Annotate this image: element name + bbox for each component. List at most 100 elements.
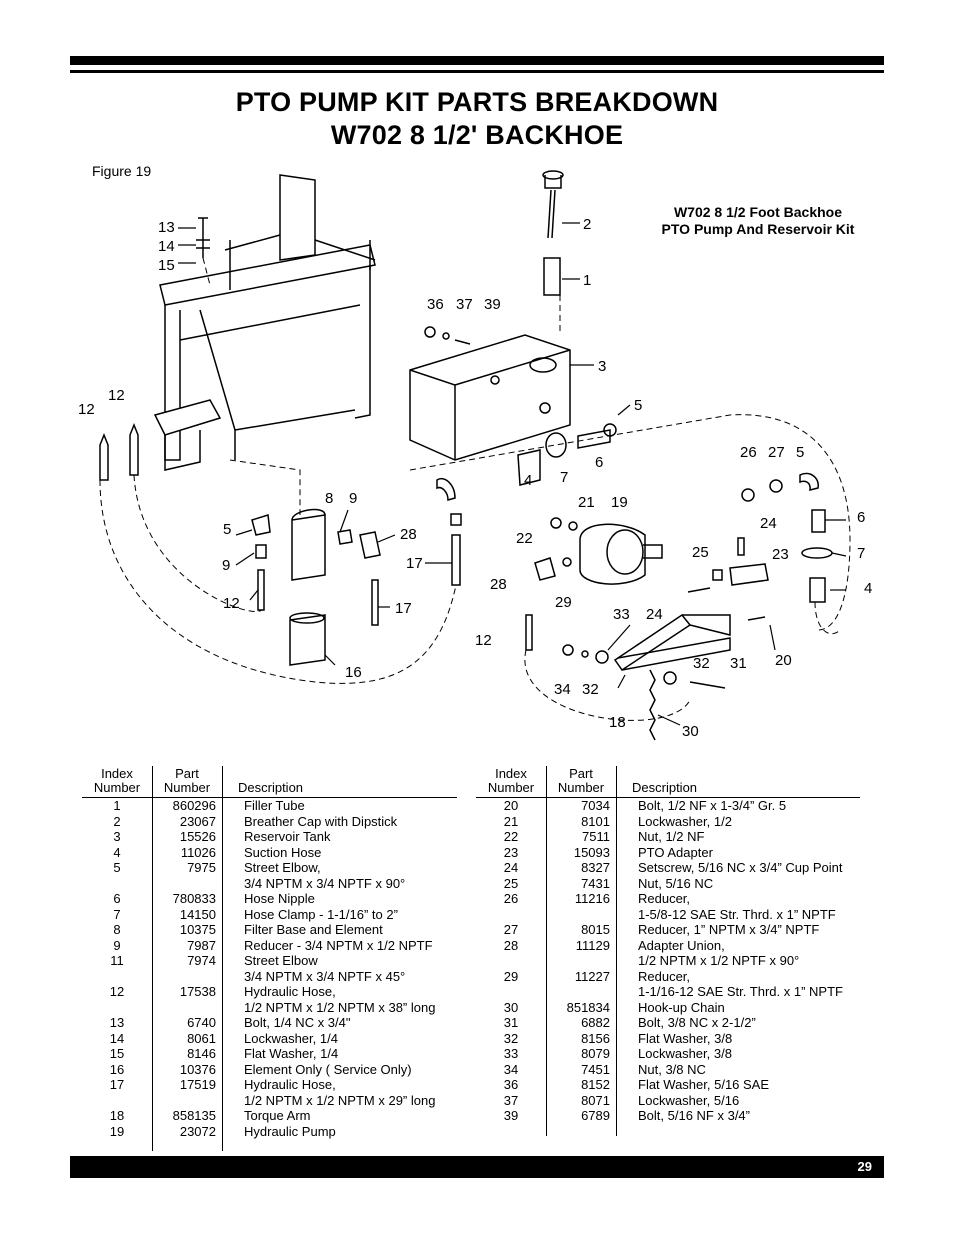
part-number-cell: 8156: [581, 1030, 610, 1046]
description-cell: Breather Cap with Dipstick: [244, 813, 398, 829]
callout-9a: 9: [349, 490, 357, 507]
description-cell: 3/4 NPTM x 3/4 NPTF x 90°: [244, 875, 406, 891]
index-cell: 9: [113, 937, 121, 953]
part-number-cell: 6882: [581, 1015, 610, 1030]
callout-27: 27: [768, 444, 785, 461]
index-cell: [476, 984, 546, 1000]
part-number-cell: 8101: [581, 813, 610, 829]
index-cell: 18: [109, 1108, 125, 1123]
table-row: 32 8156 Flat Washer, 3/8: [476, 1031, 860, 1047]
description-cell: Lockwasher, 5/16: [638, 1092, 740, 1108]
callout-29: 29: [555, 594, 572, 611]
index-cell: 19: [109, 1123, 125, 1139]
index-cell: 22: [503, 829, 519, 844]
callout-18: 18: [609, 714, 626, 731]
part-number-cell: 860296: [172, 798, 216, 813]
index-cell: [476, 907, 546, 923]
description-cell: 3/4 NPTM x 3/4 NPTF x 45°: [244, 968, 406, 984]
part-number-cell: 14150: [179, 906, 216, 922]
description-cell: 1/2 NPTM x 1/2 NPTM x 29” long: [244, 1092, 436, 1108]
callout-15: 15: [158, 257, 175, 274]
callout-5a: 5: [634, 397, 642, 414]
part-number-cell: 23072: [179, 1123, 216, 1139]
header-index: Index Number: [487, 766, 535, 795]
kit-title-line2: PTO Pump And Reservoir Kit: [661, 221, 855, 237]
index-cell: [82, 1000, 152, 1016]
description-cell: Bolt, 1/2 NF x 1-3/4” Gr. 5: [638, 798, 787, 813]
part-number-cell: 7034: [581, 798, 610, 813]
description-cell: Reducer,: [638, 891, 691, 906]
callout-7a: 7: [560, 469, 568, 486]
part-number-cell: 17538: [179, 984, 216, 999]
description-cell: Lockwasher, 3/8: [638, 1046, 732, 1061]
header-index: Index Number: [93, 766, 141, 795]
index-cell: 7: [113, 906, 121, 922]
description-cell: 1-1/16-12 SAE Str. Thrd. x 1” NPTF: [638, 984, 843, 999]
part-number-cell: [546, 907, 616, 923]
callout-6b: 6: [857, 509, 865, 526]
index-cell: 32: [503, 1030, 519, 1046]
part-number-cell: 7511: [582, 829, 610, 844]
table-row: 1-5/8-12 SAE Str. Thrd. x 1” NPTF: [476, 907, 860, 923]
index-cell: 21: [503, 813, 519, 829]
callout-5b: 5: [796, 444, 804, 461]
index-cell: 28: [503, 937, 519, 953]
diagram-linework: [99, 170, 833, 741]
header-description: Description: [238, 780, 304, 795]
description-cell: Street Elbow: [244, 953, 318, 968]
callout-21: 21: [578, 494, 595, 511]
callout-25: 25: [692, 544, 709, 561]
description-cell: Torque Arm: [244, 1108, 311, 1123]
part-number-cell: 851834: [566, 999, 610, 1015]
callout-1: 1: [583, 272, 591, 289]
callout-24b: 24: [646, 606, 663, 623]
callout-12b: 12: [108, 387, 125, 404]
description-cell: Flat Washer, 3/8: [638, 1030, 733, 1046]
description-cell: Suction Hose: [244, 844, 322, 860]
part-number-cell: [546, 984, 616, 1000]
table-row: 1 860296 Filler Tube: [82, 798, 457, 814]
index-cell: 17: [109, 1077, 125, 1092]
diagram-callouts: 13 14 15 2 1 36 37 39 3 5 12 12 6 4 7 26…: [78, 216, 872, 740]
index-cell: [82, 969, 152, 985]
figure-label: Figure 19: [92, 163, 152, 179]
footer-bar: 29: [70, 1156, 884, 1178]
description-cell: Hose Clamp - 1-1/16” to 2”: [244, 906, 398, 922]
index-cell: 31: [503, 1015, 519, 1030]
index-cell: 20: [503, 798, 519, 813]
index-cell: 30: [503, 999, 519, 1015]
index-cell: [476, 953, 546, 969]
index-cell: 2: [113, 813, 121, 829]
index-cell: 14: [109, 1030, 125, 1046]
table-row: 7 14150 Hose Clamp - 1-1/16” to 2”: [82, 907, 457, 923]
part-number-cell: [152, 1093, 222, 1109]
part-number-cell: 858135: [172, 1108, 216, 1123]
callout-leader-lines: [178, 222, 847, 726]
callout-28b: 28: [490, 576, 507, 593]
header-rule-thick: [70, 56, 884, 65]
header-description: Description: [632, 780, 698, 795]
description-cell: Setscrew, 5/16 NC x 3/4” Cup Point: [638, 860, 843, 875]
description-cell: Filler Tube: [244, 798, 305, 813]
callout-36: 36: [427, 296, 444, 313]
callout-4a: 4: [524, 472, 532, 489]
callout-20: 20: [775, 652, 792, 669]
index-cell: 1: [113, 798, 121, 813]
description-cell: Flat Washer, 1/4: [244, 1046, 339, 1061]
table-row: 1/2 NPTM x 1/2 NPTM x 29” long: [82, 1093, 457, 1109]
part-number-cell: 8071: [581, 1092, 610, 1108]
description-cell: Hydraulic Hose,: [244, 1077, 336, 1092]
